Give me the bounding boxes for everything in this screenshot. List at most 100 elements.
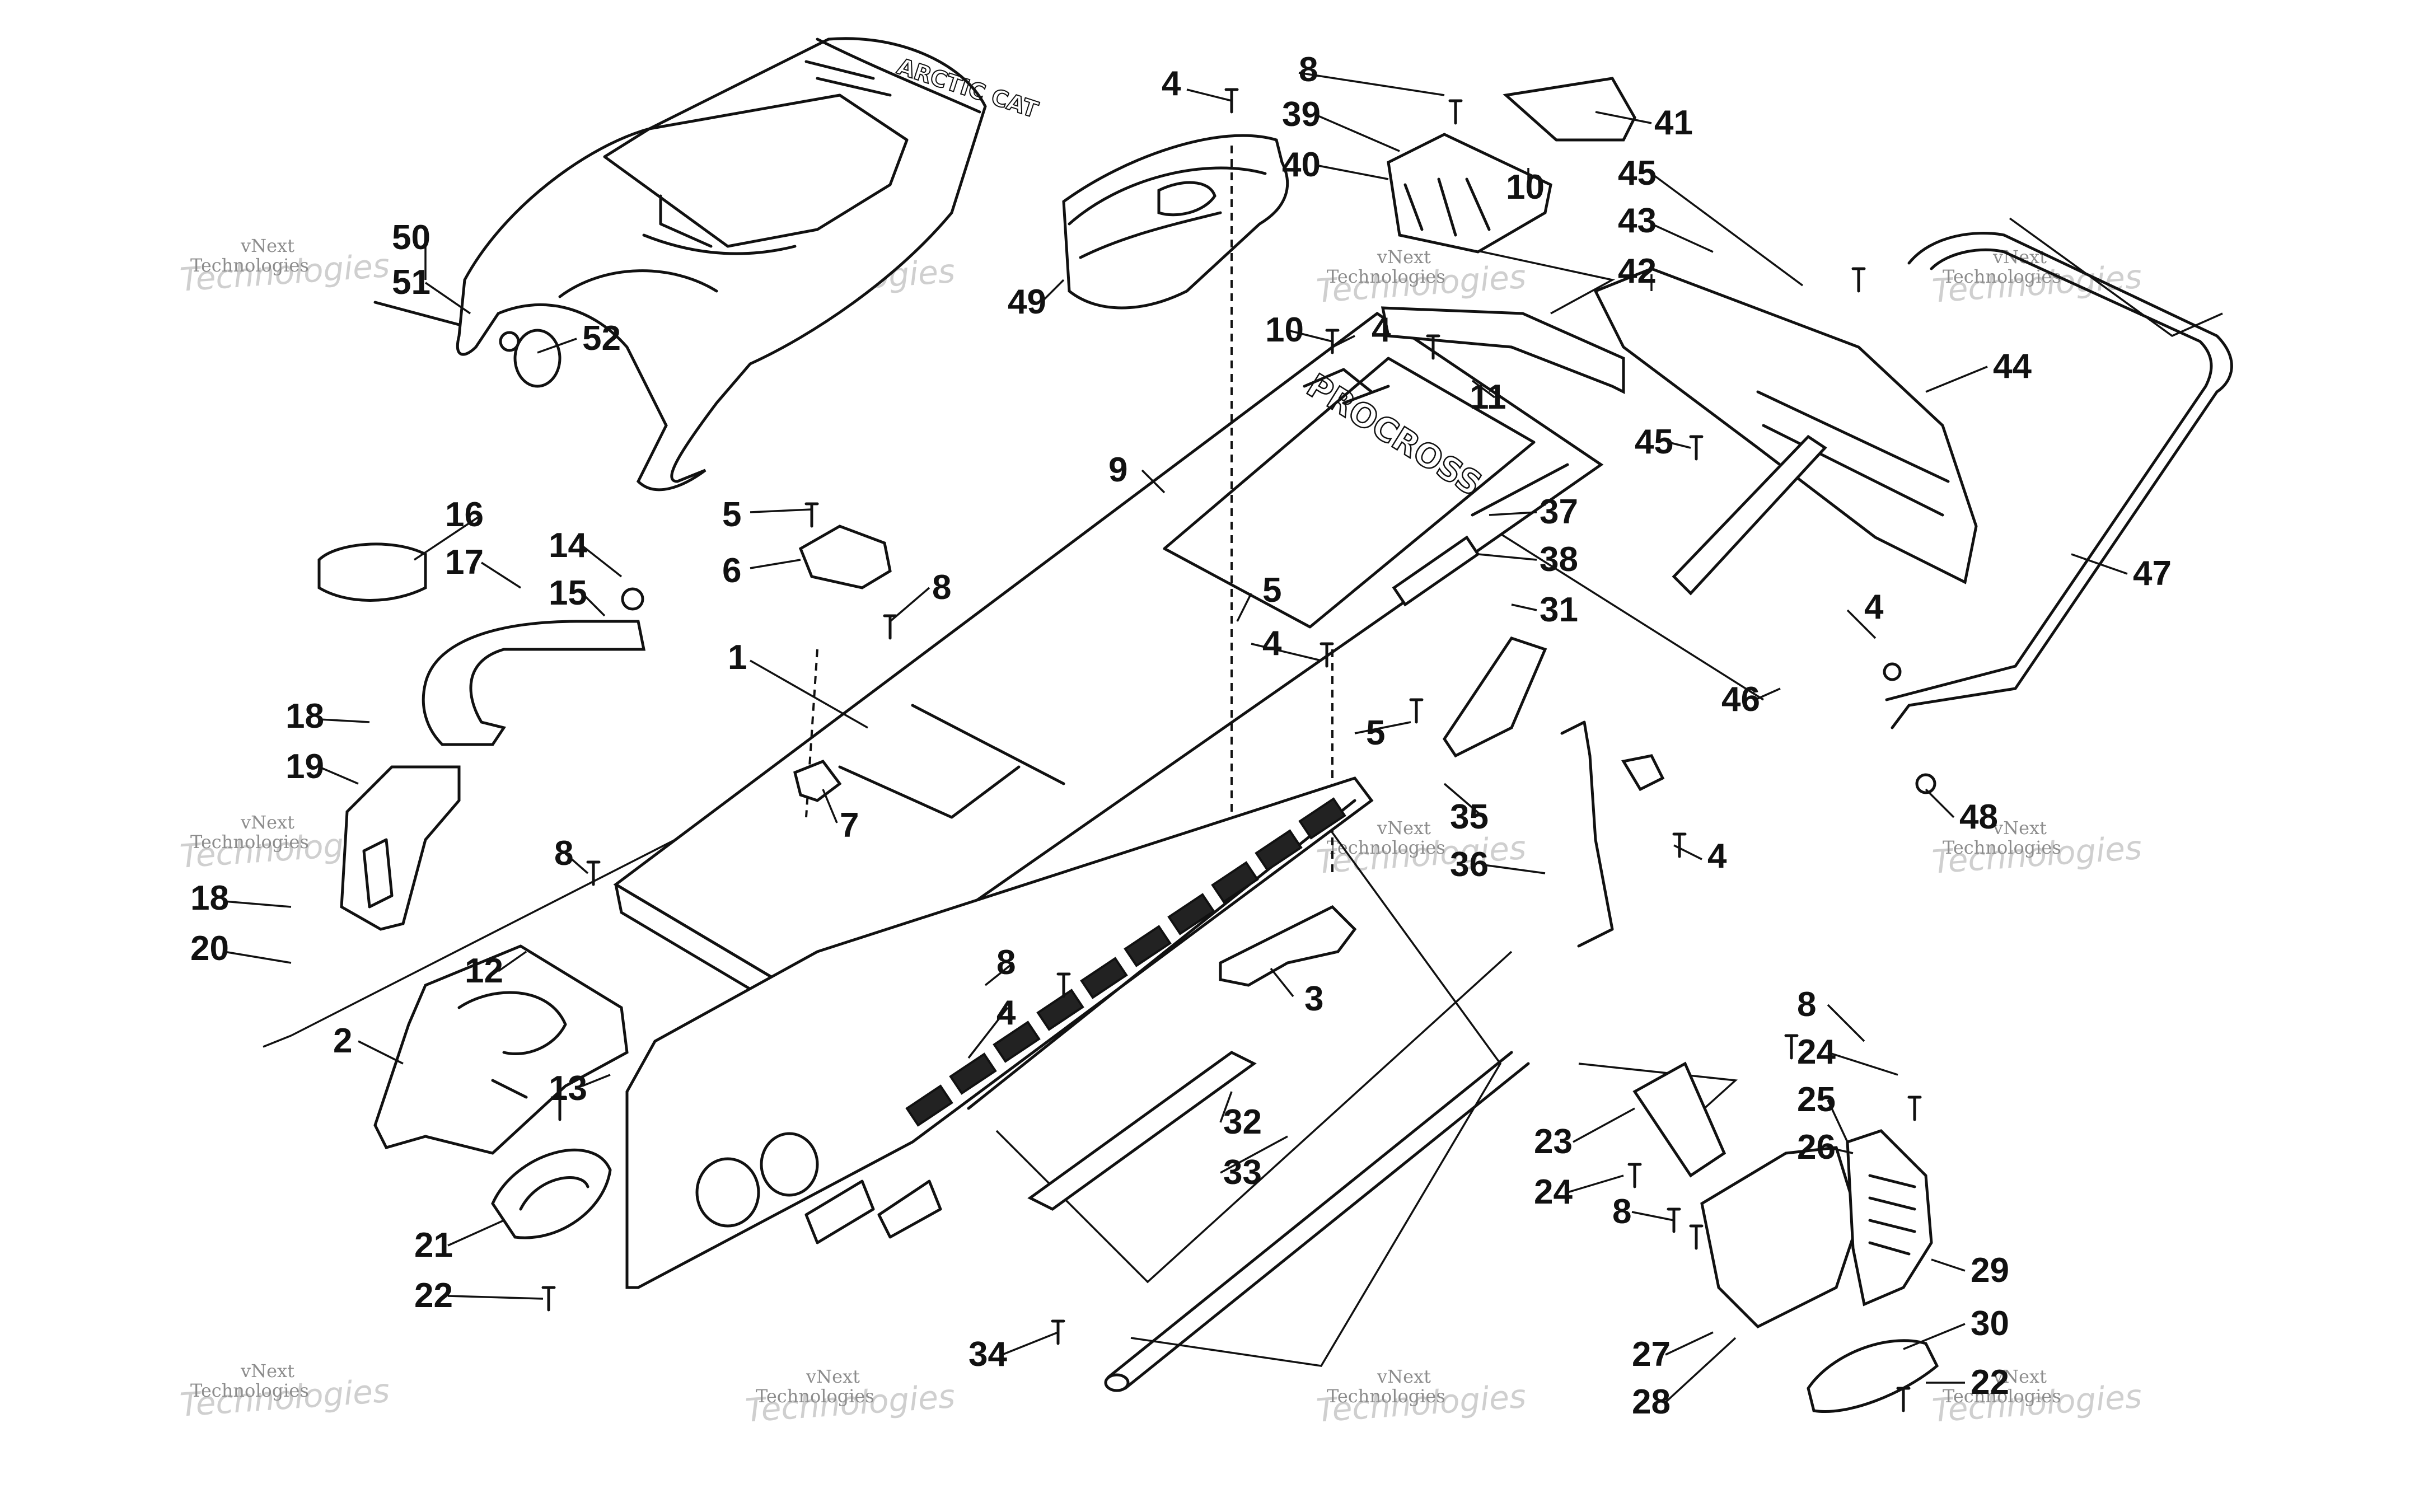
leader-line xyxy=(1650,172,1804,287)
leader-line xyxy=(1141,469,1166,494)
leader-line xyxy=(1471,380,1496,399)
louvre-slot xyxy=(1036,989,1084,1031)
leader-line xyxy=(1483,864,1546,874)
callout-10-tunnel: 10 xyxy=(1265,311,1304,349)
callout-13: 13 xyxy=(549,1069,587,1108)
callout-21: 21 xyxy=(414,1226,453,1265)
callout-49: 49 xyxy=(1008,283,1046,321)
watermark-line1: vNext xyxy=(240,812,294,833)
callout-38: 38 xyxy=(1540,540,1578,579)
louvre-slot xyxy=(1298,797,1346,840)
leader-line xyxy=(582,1074,611,1087)
callout-22-front: 22 xyxy=(414,1276,453,1315)
louvre-slot xyxy=(993,1021,1041,1063)
leader-line xyxy=(1846,609,1877,639)
leader-line xyxy=(1827,1004,1865,1042)
snowflap-39-41 xyxy=(1387,77,1636,254)
leader-line xyxy=(822,789,838,823)
louvre-slot xyxy=(949,1052,997,1095)
leader-line xyxy=(1489,511,1537,516)
watermark-line1: vNext xyxy=(1377,817,1431,839)
leader-line xyxy=(425,282,471,315)
callout-5-tunnel: 5 xyxy=(1262,571,1281,610)
leader-line xyxy=(889,587,930,622)
callout-34: 34 xyxy=(968,1335,1007,1374)
leader-line xyxy=(1903,1323,1966,1350)
grommet-7 xyxy=(793,759,842,802)
leader-line xyxy=(967,1007,1009,1059)
callout-41: 41 xyxy=(1654,104,1693,142)
callout-5-tether: 5 xyxy=(1366,714,1385,752)
watermark-line1: vNext xyxy=(1992,817,2047,839)
leader-line xyxy=(537,338,577,354)
callout-46: 46 xyxy=(1721,680,1760,719)
callout-8-side-mid: 8 xyxy=(1612,1192,1631,1231)
leader-line xyxy=(1827,1146,1854,1154)
louvre-slot xyxy=(905,1084,953,1127)
leader-line xyxy=(1315,114,1400,152)
leader-line xyxy=(1511,603,1537,611)
callout-30: 30 xyxy=(1971,1304,2009,1343)
leader-line xyxy=(1220,1135,1288,1174)
callout-14: 14 xyxy=(549,526,587,565)
watermark-line1: vNext xyxy=(240,235,294,256)
leader-line xyxy=(358,1040,404,1065)
watermark-line1: vNext xyxy=(240,1360,294,1382)
callout-8-tunnel: 8 xyxy=(932,568,951,607)
leader-line xyxy=(581,592,606,617)
callout-23: 23 xyxy=(1534,1122,1573,1161)
watermark-line2: Technologies xyxy=(190,831,309,853)
seat-bag-49 xyxy=(1062,134,1289,310)
callout-24-top: 24 xyxy=(1797,1033,1836,1071)
callout-4-lower: 4 xyxy=(996,994,1016,1032)
tray-30 xyxy=(1807,1339,1939,1413)
callout-52: 52 xyxy=(582,319,621,358)
callout-42: 42 xyxy=(1618,252,1657,291)
leader-line xyxy=(1219,1091,1233,1123)
rear-bumper-47 xyxy=(1885,232,2233,729)
leader-line xyxy=(1631,1211,1674,1221)
callout-43: 43 xyxy=(1618,202,1657,240)
fastener-marks xyxy=(541,88,1922,1412)
leader-line xyxy=(1315,164,1389,180)
callout-48: 48 xyxy=(1959,798,1998,836)
callout-labels: 1 2 3 4 4 4 4 4 4 5 5 5 6 7 8 8 8 8 8 8 … xyxy=(190,50,2172,1421)
watermark-line1: vNext xyxy=(1992,246,2047,268)
leader-line xyxy=(984,962,1014,986)
leader-line xyxy=(1298,72,1445,96)
rear-rail-45 xyxy=(1672,434,1827,596)
callout-35: 35 xyxy=(1450,798,1489,836)
leader-line xyxy=(1477,553,1537,561)
leader-line xyxy=(1925,788,1955,818)
leader-line xyxy=(1754,687,1781,701)
hood-piece-16 xyxy=(317,542,427,602)
callout-3: 3 xyxy=(1304,980,1323,1018)
watermark-line1: vNext xyxy=(1377,1366,1431,1387)
leader-line xyxy=(1270,967,1294,998)
watermark-line2: Technologies xyxy=(1327,266,1445,287)
callout-8-lower: 8 xyxy=(996,943,1016,982)
leader-line xyxy=(1251,643,1322,662)
callout-26: 26 xyxy=(1797,1128,1836,1167)
leader-line xyxy=(1673,844,1702,860)
callout-5-bracket: 5 xyxy=(722,495,741,534)
leader-line xyxy=(1925,366,1988,393)
leader-line xyxy=(1443,783,1485,818)
leader-line xyxy=(750,659,868,729)
callout-17: 17 xyxy=(445,543,484,582)
taillight-housing-44 xyxy=(1593,267,1978,584)
bracket-3 xyxy=(1219,905,1357,987)
callout-8-front: 8 xyxy=(554,834,573,873)
callout-8-flap: 8 xyxy=(1299,50,1318,89)
callout-9: 9 xyxy=(1108,451,1127,489)
leader-lines xyxy=(223,72,2128,1403)
leader-line xyxy=(564,853,589,874)
leader-line xyxy=(319,766,359,785)
leader-line xyxy=(447,1219,504,1247)
callout-4-tether: 4 xyxy=(1707,837,1727,876)
